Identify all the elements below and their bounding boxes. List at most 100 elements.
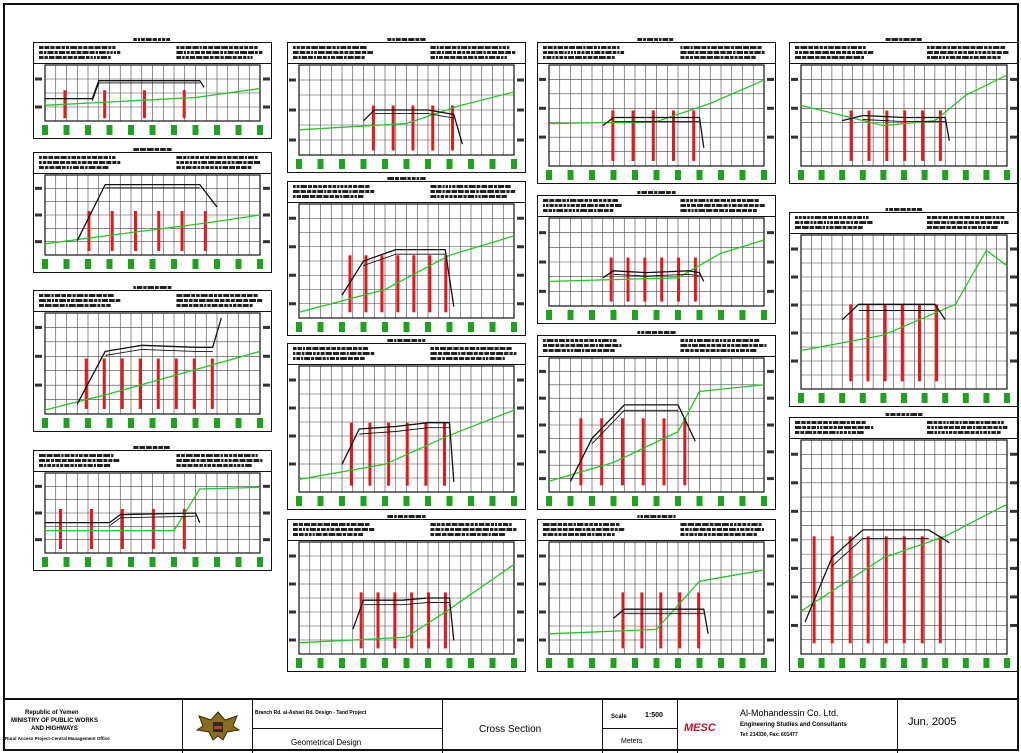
- cross-section-panel: [537, 330, 776, 510]
- fill-volume-text: [430, 51, 515, 54]
- offset-tick-label: [150, 259, 156, 269]
- cut-volume-text: [39, 299, 120, 302]
- elevation-label: [364, 255, 367, 312]
- y-tick-label: [791, 304, 798, 307]
- station-label: [886, 413, 923, 416]
- cut-quantity-text: [795, 56, 864, 59]
- y-tick-label: [767, 477, 774, 480]
- consultant-cell: MESC Al-Mohandessin Co. Ltd. Engineering…: [678, 700, 898, 753]
- station-label: [387, 177, 425, 180]
- consultant-line-1: Al-Mohandessin Co. Ltd.: [740, 708, 839, 718]
- offset-tick-label: [1004, 170, 1010, 180]
- offset-tick-label: [339, 658, 345, 668]
- cut-quantity-text: [293, 195, 363, 198]
- offset-tick-label: [611, 496, 617, 506]
- fill-area-text: [176, 454, 257, 457]
- cut-quantity-text: [543, 209, 613, 212]
- y-tick-label: [539, 78, 546, 81]
- fill-quantity-text: [176, 56, 252, 59]
- offset-tick-label: [839, 170, 845, 180]
- grid: [549, 542, 764, 654]
- offset-tick-label: [468, 322, 474, 332]
- offset-tick-label: [257, 418, 263, 428]
- y-tick-label: [289, 302, 296, 305]
- y-tick-label: [1010, 567, 1017, 570]
- fill-area-text: [430, 46, 509, 49]
- cross-section-panel: [287, 176, 526, 336]
- cut-area-text: [293, 523, 369, 526]
- offset-tick-label: [447, 658, 453, 668]
- elevation-label: [642, 418, 645, 485]
- y-tick-label: [289, 379, 296, 382]
- offset-tick-label: [361, 658, 367, 668]
- offset-tick-label: [632, 496, 638, 506]
- offset-tick-label: [697, 310, 703, 320]
- y-tick-label: [539, 555, 546, 558]
- offset-tick-label: [257, 125, 263, 135]
- offset-tick-label: [798, 170, 804, 180]
- cross-section-panel: [287, 37, 526, 173]
- cut-quantity-text: [543, 533, 615, 536]
- fill-area-text: [927, 46, 1005, 49]
- offset-tick-label: [150, 557, 156, 567]
- elevation-label: [152, 509, 155, 549]
- y-tick-label: [791, 538, 798, 541]
- cut-volume-text: [293, 352, 374, 355]
- cut-volume-text: [293, 190, 374, 193]
- grid: [45, 175, 260, 255]
- cut-area-text: [543, 199, 618, 202]
- cut-area-text: [293, 46, 367, 49]
- fill-area-text: [176, 294, 257, 297]
- offset-tick-label: [546, 658, 552, 668]
- offset-tick-label: [697, 170, 703, 180]
- elevation-labels: [350, 423, 446, 486]
- y-tick-label: [791, 567, 798, 570]
- offset-tick-label: [468, 159, 474, 169]
- elevation-labels: [63, 90, 185, 118]
- y-tick-label: [767, 78, 774, 81]
- offset-tick-label: [589, 496, 595, 506]
- design-template: [45, 81, 204, 99]
- cut-quantity-text: [39, 166, 108, 169]
- y-tick-label: [263, 538, 270, 541]
- offset-tick-label: [236, 259, 242, 269]
- elevation-label: [350, 423, 353, 486]
- cut-area-text: [543, 339, 617, 342]
- y-tick-label: [791, 332, 798, 335]
- offset-tick-label: [963, 393, 969, 403]
- elevation-label: [143, 90, 146, 118]
- elevation-label: [451, 106, 454, 151]
- offset-tick-label: [654, 658, 660, 668]
- cross-section-drawing: [33, 147, 272, 273]
- offset-tick-label: [490, 658, 496, 668]
- client-line-4: Rural Access Project-Central Management …: [5, 736, 110, 741]
- y-tick-label: [289, 583, 296, 586]
- drawing-title: Cross Section: [479, 724, 541, 735]
- y-tick-label: [1010, 481, 1017, 484]
- y-tick-label: [289, 245, 296, 248]
- y-tick-label: [767, 107, 774, 110]
- offset-tick-label: [193, 125, 199, 135]
- offset-tick-label: [425, 322, 431, 332]
- cross-section-drawing: [537, 190, 776, 324]
- elevation-label: [111, 211, 114, 251]
- emblem-cell: [183, 700, 253, 753]
- y-tick-label: [289, 435, 296, 438]
- fill-volume-text: [430, 528, 516, 531]
- fill-area-text: [176, 46, 257, 49]
- y-tick-label: [35, 187, 42, 190]
- elevation-label: [204, 211, 207, 251]
- offset-tick-label: [42, 418, 48, 428]
- y-tick-label: [517, 274, 524, 277]
- y-tick-label: [767, 136, 774, 139]
- cut-volume-text: [293, 528, 374, 531]
- fill-volume-text: [430, 352, 516, 355]
- offset-tick-label: [468, 658, 474, 668]
- y-tick-label: [539, 477, 546, 480]
- y-tick-label: [791, 595, 798, 598]
- elevation-label: [427, 592, 430, 648]
- y-tick-label: [767, 370, 774, 373]
- elevation-label: [139, 358, 142, 409]
- project-cell: Branch Rd. al-Ashari Rd. Design - Tand P…: [253, 700, 443, 753]
- offset-tick-label: [318, 496, 324, 506]
